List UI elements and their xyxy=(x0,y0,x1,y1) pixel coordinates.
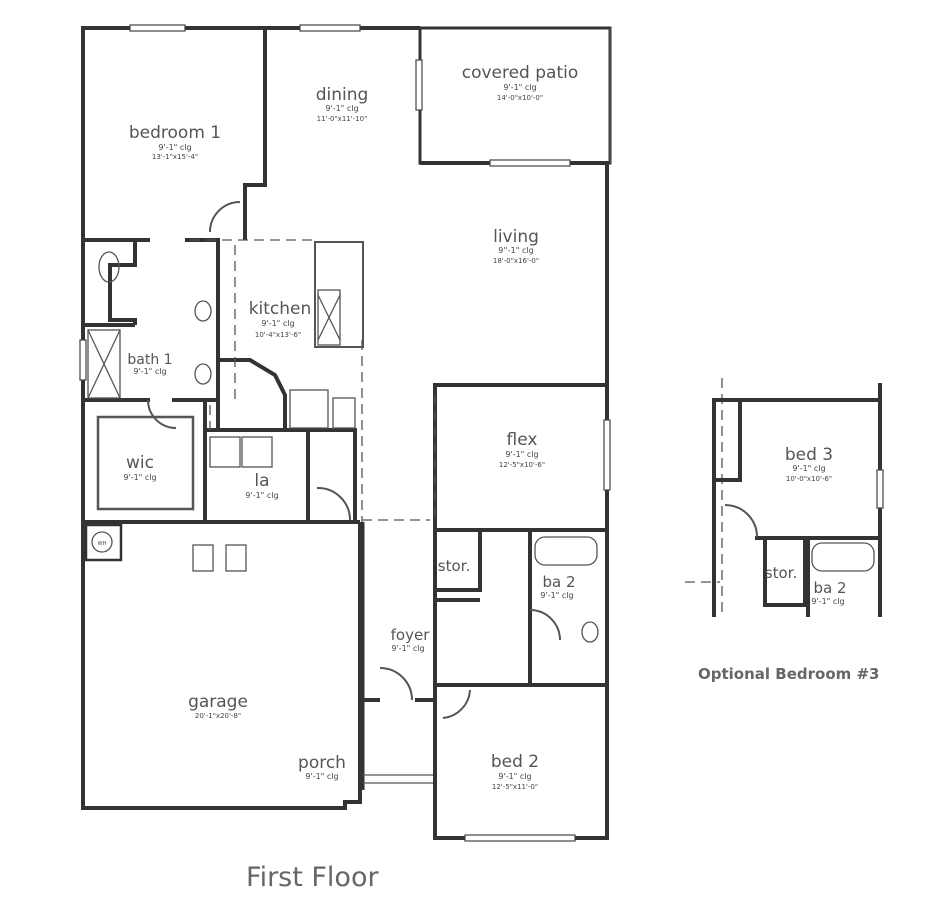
room-size: 12'-5"x10'-6" xyxy=(499,461,545,469)
room-name-covered-patio: covered patio xyxy=(462,63,579,83)
water-heater-icon xyxy=(91,531,113,553)
ceiling-height: 9'-1" clg xyxy=(498,772,531,781)
ceiling-height: 9'-1" clg xyxy=(811,597,844,606)
ceiling-height: 9'-1" clg xyxy=(503,83,536,92)
room-size: 11'-0"x11'-10" xyxy=(317,115,368,123)
ceiling-height: 9'-1" clg xyxy=(123,473,156,482)
ceiling-height: 9'-1" clg xyxy=(325,104,358,113)
ceiling-height: 9'-1" clg xyxy=(792,464,825,473)
room-size: 20'-1"x20'-8" xyxy=(195,712,241,720)
room-name-foyer: foyer xyxy=(391,626,431,644)
ceiling-height: 9'-1" clg xyxy=(391,644,424,653)
room-name-wic: wic xyxy=(126,453,154,473)
ceiling-height: 9'-1" clg xyxy=(305,772,338,781)
room-size: 10'-4"x13'-6" xyxy=(255,331,301,339)
ceiling-height: 9''-1" clg xyxy=(498,246,533,255)
room-name-bedroom-1: bedroom 1 xyxy=(129,123,221,143)
room-name-bath-1: bath 1 xyxy=(127,352,172,368)
room-size: 12'-5"x11'-0" xyxy=(492,783,538,791)
room-name-dining: dining xyxy=(316,85,369,105)
ceiling-height: 9'-1" clg xyxy=(261,319,294,328)
room-name-stor: stor. xyxy=(765,564,797,582)
first-floor-caption: First Floor xyxy=(246,862,379,893)
ceiling-height: 9'-1" clg xyxy=(540,591,573,600)
room-name-bed-2: bed 2 xyxy=(491,752,539,772)
room-size: 10'-0"x10'-6" xyxy=(786,475,832,483)
room-name-kitchen: kitchen xyxy=(249,299,312,319)
room-name-la: la xyxy=(254,471,269,491)
room-name-ba-2: ba 2 xyxy=(813,579,846,597)
room-name-bed-3: bed 3 xyxy=(785,445,833,465)
ceiling-height: 9'-1" clg xyxy=(133,367,166,376)
room-name-ba-2: ba 2 xyxy=(542,573,575,591)
ceiling-height: 9'-1" clg xyxy=(245,491,278,500)
ceiling-height: 9'-1" clg xyxy=(505,450,538,459)
water-heater-label: WH xyxy=(98,541,107,547)
optional-bedroom-3-plan: bed 3 9'-1" clg 10'-0"x10'-6" stor. ba 2… xyxy=(685,378,884,617)
room-name-living: living xyxy=(493,227,539,247)
room-name-stor: stor. xyxy=(438,557,470,575)
room-name-porch: porch xyxy=(298,753,346,773)
ceiling-height: 9'-1" clg xyxy=(158,143,191,152)
optional-bedroom-caption: Optional Bedroom #3 xyxy=(698,665,880,683)
room-name-flex: flex xyxy=(507,430,538,450)
room-labels: bedroom 1 9'-1" clg 13'-1"x15'-4" dining… xyxy=(91,63,579,791)
windows xyxy=(79,24,611,842)
room-name-garage: garage xyxy=(188,692,248,712)
room-size: 14'-0"x10'-0" xyxy=(497,94,543,102)
room-size: 18'-0"x16'-0" xyxy=(493,257,539,265)
room-size: 13'-1"x15'-4" xyxy=(152,153,198,161)
first-floor-walls xyxy=(81,26,612,840)
